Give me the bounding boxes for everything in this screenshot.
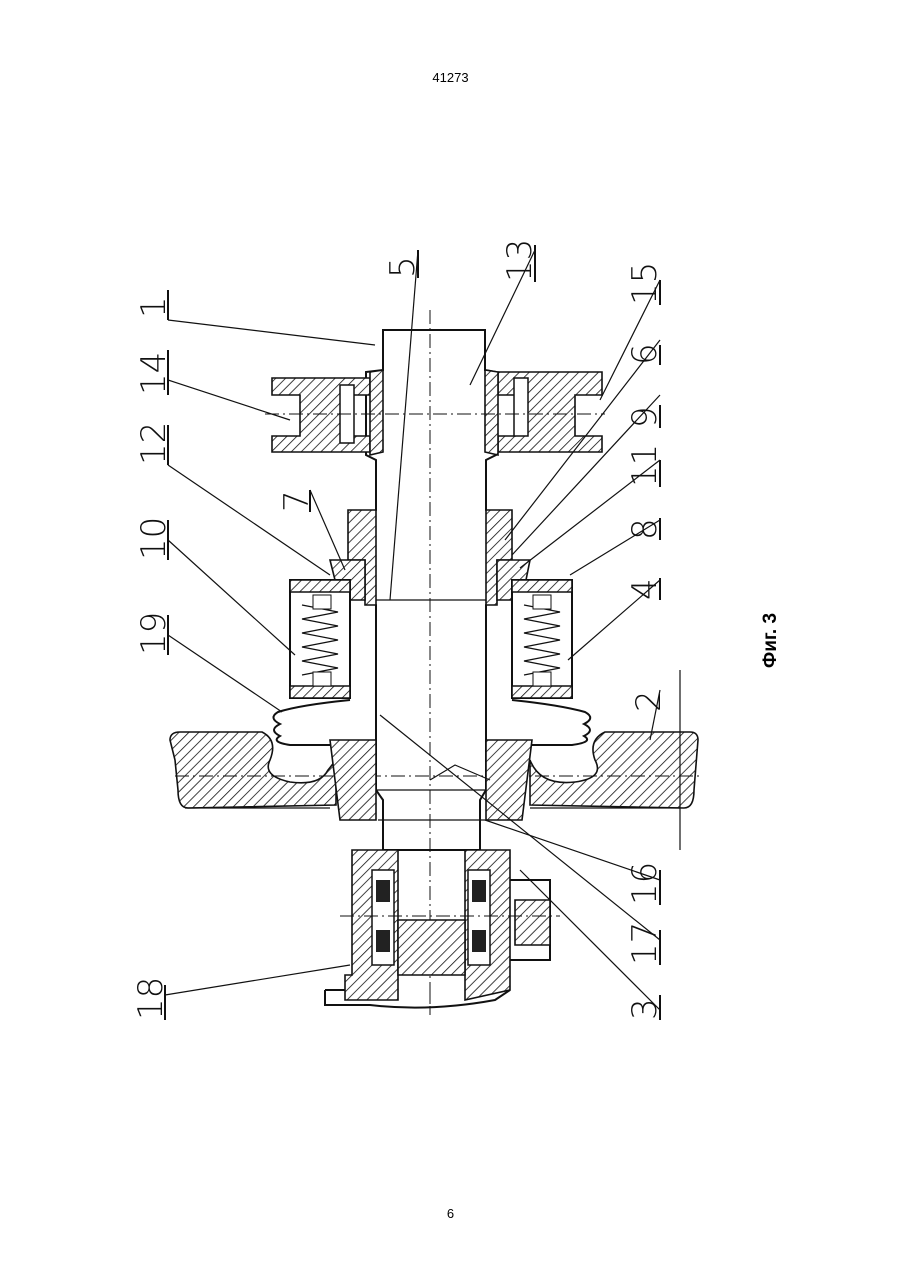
callout-underlines: [165, 245, 660, 1020]
wheel-disc: [170, 732, 700, 808]
spring-right: [512, 580, 572, 698]
spring-left: [290, 580, 350, 698]
figure-caption: Фиг. 3: [760, 613, 781, 668]
callout-2: 2: [629, 690, 669, 712]
page-number: 6: [0, 1206, 901, 1221]
callout-labels: 1 14 12 10 19 7 5 13 15 6 9 11 8 4 2 16 …: [131, 239, 669, 1020]
shaft: [365, 330, 497, 850]
upper-yoke: [265, 370, 605, 455]
leader-lines: [165, 250, 680, 1010]
bellows: [273, 700, 590, 745]
